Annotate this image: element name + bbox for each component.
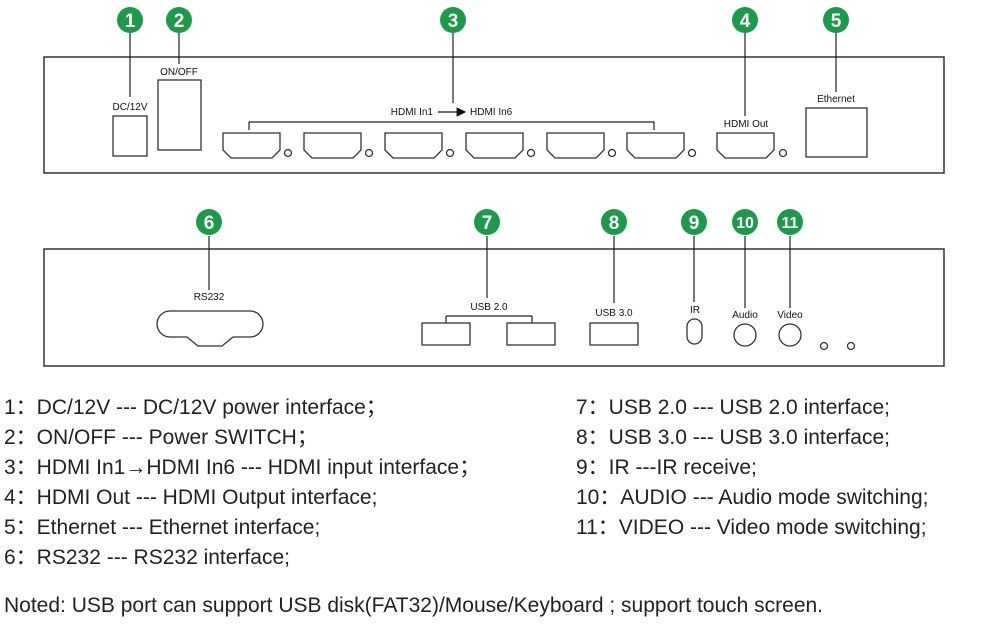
badge-1: 1 — [117, 7, 143, 33]
badge-5: 5 — [823, 7, 849, 33]
legend-item-10: 10：AUDIO --- Audio mode switching; — [576, 486, 929, 509]
hdmi-out-port — [716, 132, 775, 159]
badge-9: 9 — [681, 209, 707, 235]
badge-10: 10 — [732, 209, 758, 235]
hdmi-in-port-6 — [626, 132, 685, 159]
hdmi-in-led-3 — [445, 148, 455, 158]
audio-label: Audio — [732, 310, 758, 321]
ethernet-port — [805, 107, 868, 158]
ir-receiver — [686, 318, 703, 345]
legend-item-6: 6：RS232 --- RS232 interface; — [4, 546, 290, 569]
rs232-port — [156, 310, 264, 347]
svg-text:9: 9 — [689, 213, 700, 234]
badge-11: 11 — [777, 209, 803, 235]
legend-item-1: 1：DC/12V --- DC/12V power interface； — [4, 396, 387, 419]
indicator-led-1 — [819, 341, 829, 351]
ir-label: IR — [690, 305, 700, 316]
svg-text:10: 10 — [736, 215, 754, 232]
svg-text:11: 11 — [782, 215, 799, 232]
badge-3: 3 — [440, 7, 466, 33]
usb2-label: USB 2.0 — [470, 302, 508, 313]
video-label: Video — [777, 310, 803, 321]
svg-text:5: 5 — [831, 11, 842, 32]
front-panel — [43, 56, 945, 174]
hdmi-in-start-label: HDMI In1 — [391, 107, 434, 118]
rear-panel — [43, 248, 945, 367]
hdmi-in-port-1 — [222, 132, 281, 159]
ethernet-label: Ethernet — [817, 94, 855, 105]
audio-button — [733, 323, 757, 347]
rs232-label: RS232 — [194, 292, 225, 303]
indicator-led-2 — [846, 341, 856, 351]
legend-item-7: 7：USB 2.0 --- USB 2.0 interface; — [576, 396, 890, 419]
legend-item-4: 4：HDMI Out --- HDMI Output interface; — [4, 486, 378, 509]
switch-label: ON/OFF — [160, 67, 198, 78]
dc-label: DC/12V — [112, 102, 147, 113]
legend-left: 1：DC/12V --- DC/12V power interface； 2：O… — [4, 393, 480, 573]
svg-text:1: 1 — [125, 11, 136, 32]
legend-item-8: 8：USB 3.0 --- USB 3.0 interface; — [576, 426, 890, 449]
svg-text:2: 2 — [174, 11, 185, 32]
badge-6: 6 — [196, 209, 222, 235]
usb3-label: USB 3.0 — [595, 308, 633, 319]
badge-4: 4 — [732, 7, 758, 33]
svg-text:7: 7 — [482, 213, 493, 234]
legend-item-5: 5：Ethernet --- Ethernet interface; — [4, 516, 321, 539]
badge-8: 8 — [601, 209, 627, 235]
legend-item-11: 11：VIDEO --- Video mode switching; — [576, 516, 927, 539]
usb3-port — [589, 322, 639, 346]
svg-text:3: 3 — [448, 11, 459, 32]
video-button — [778, 323, 802, 347]
hdmi-out-led — [778, 148, 788, 158]
badge-2: 2 — [166, 7, 192, 33]
hdmi-out-label: HDMI Out — [724, 119, 769, 130]
hdmi-in-led-6 — [687, 148, 697, 158]
legend-right: 7：USB 2.0 --- USB 2.0 interface; 8：USB 3… — [576, 393, 928, 543]
hdmi-in-led-4 — [526, 148, 536, 158]
hdmi-in-port-3 — [384, 132, 443, 159]
badge-7: 7 — [474, 209, 500, 235]
legend-item-3: 3：HDMI In1→HDMI In6 --- HDMI input inter… — [4, 456, 481, 479]
svg-text:8: 8 — [609, 213, 620, 234]
dc-port — [112, 115, 148, 157]
usb-support-note: Noted: USB port can support USB disk(FAT… — [4, 594, 824, 617]
hdmi-in-led-2 — [364, 148, 374, 158]
hdmi-in-port-5 — [546, 132, 605, 159]
usb2-port-2 — [506, 322, 556, 346]
legend-item-9: 9：IR ---IR receive; — [576, 456, 757, 479]
usb2-port-1 — [421, 322, 471, 346]
power-switch — [157, 79, 202, 151]
svg-text:6: 6 — [204, 213, 215, 234]
interface-diagram: 1 2 3 4 5 DC/12V ON/OFF HDMI In1 HDMI In… — [43, 7, 945, 367]
hdmi-in-port-4 — [465, 132, 524, 159]
svg-text:4: 4 — [740, 11, 751, 32]
hdmi-in-led-5 — [607, 148, 617, 158]
hdmi-in-led-1 — [283, 148, 293, 158]
legend-item-2: 2：ON/OFF --- Power SWITCH； — [4, 426, 318, 449]
hdmi-in-end-label: HDMI In6 — [470, 107, 513, 118]
hdmi-in-port-2 — [303, 132, 362, 159]
